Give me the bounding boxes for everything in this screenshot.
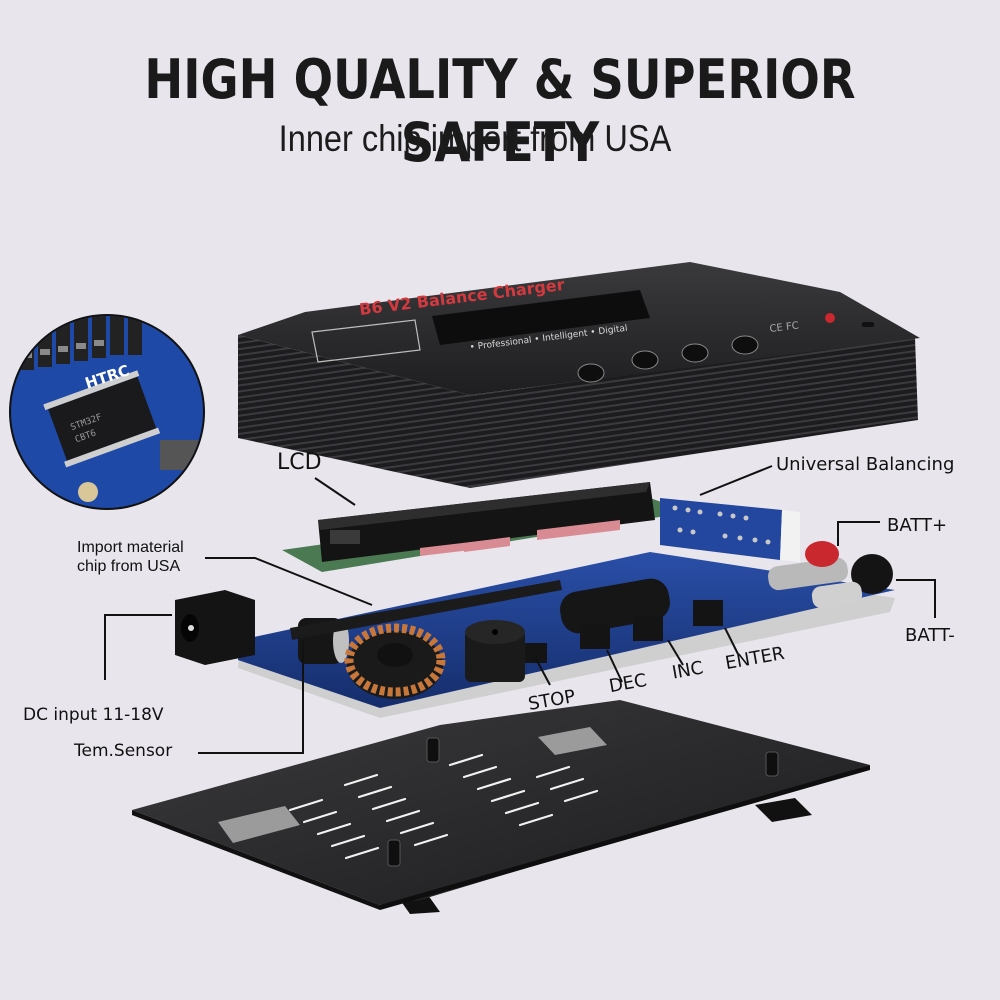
- callout-import-chip: Import material chip from USA: [77, 538, 184, 576]
- headline: HIGH QUALITY & SUPERIOR SAFETY: [144, 48, 856, 174]
- charger-top-case: B6 V2 Balance Charger • Professional • I…: [238, 262, 920, 488]
- callout-lcd: LCD: [277, 450, 322, 475]
- dec-switch: [580, 623, 610, 649]
- inc-switch: [633, 615, 663, 641]
- callout-dc-input: DC input 11-18V: [23, 705, 164, 725]
- case-buttons: [577, 335, 759, 383]
- stop-switch: [525, 643, 547, 663]
- callout-batt-plus: BATT+: [887, 515, 948, 536]
- callout-temp-sensor: Tem.Sensor: [74, 741, 173, 761]
- main-pcb: [175, 541, 895, 718]
- dc-input-jack: [175, 590, 255, 665]
- svg-text:CE FC: CE FC: [769, 320, 799, 334]
- lcd-module: [282, 482, 690, 572]
- battery-terminals: [768, 541, 893, 609]
- callout-batt-minus: BATT-: [905, 625, 955, 646]
- callout-import-chip-line2: chip from USA: [77, 558, 181, 575]
- subheadline: Inner chip import from USA: [278, 118, 672, 159]
- bottom-plate: [132, 700, 870, 914]
- callout-universal-balancing: Universal Balancing: [776, 454, 955, 475]
- buzzer: [465, 620, 525, 682]
- chip-closeup-circle: STM32F CBT6 HTRC: [9, 314, 205, 510]
- callout-import-chip-line1: Import material: [77, 539, 184, 556]
- enter-switch: [693, 600, 723, 626]
- callout-leader-lines: [104, 465, 936, 754]
- balance-port-board: [660, 498, 800, 562]
- toroid-inductor: [344, 623, 446, 699]
